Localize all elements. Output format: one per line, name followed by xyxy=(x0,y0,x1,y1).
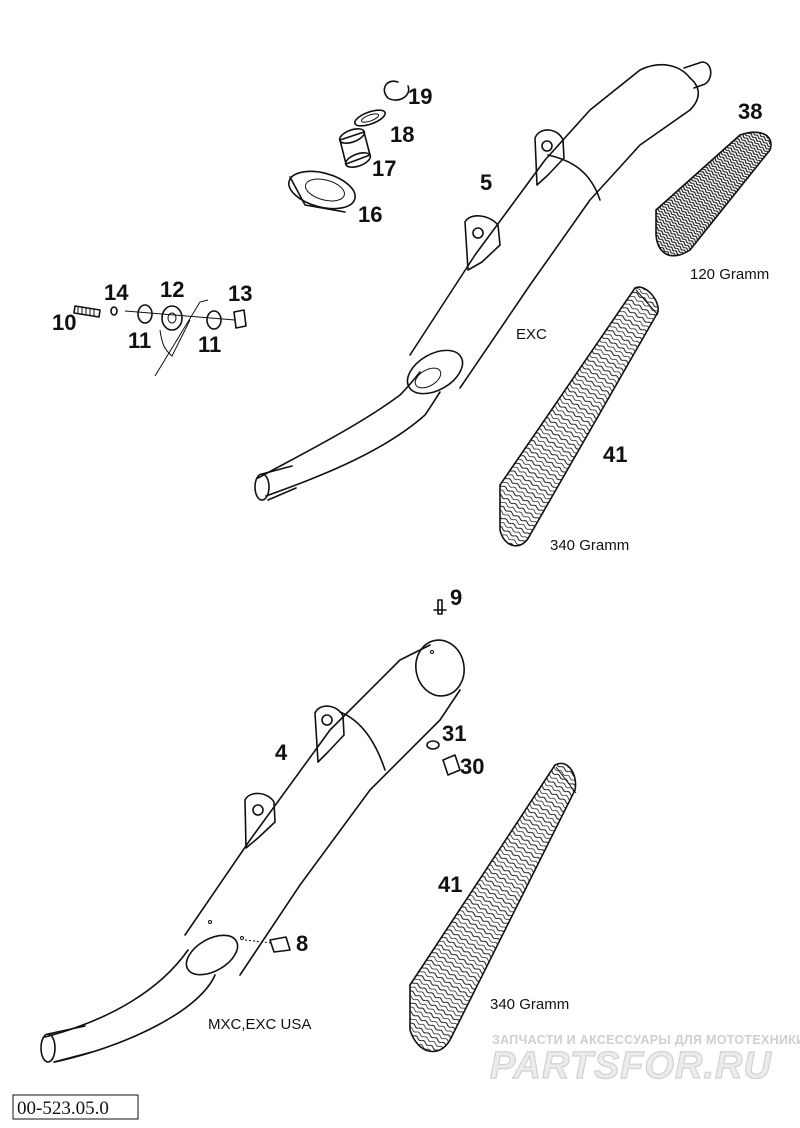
callout-5: 5 xyxy=(480,170,492,195)
callout-41-top: 41 xyxy=(603,442,627,467)
bracket-lower-1 xyxy=(244,792,276,849)
callout-16: 16 xyxy=(358,202,382,227)
inlet-pipe-end-lower xyxy=(40,1033,56,1063)
washer-11-right xyxy=(206,310,222,330)
callout-13: 13 xyxy=(228,281,252,306)
muffler-exc xyxy=(254,61,712,501)
callout-10: 10 xyxy=(52,310,76,335)
bushing-17 xyxy=(339,131,371,165)
bracket-upper-2 xyxy=(534,129,565,186)
damping-insert-38 xyxy=(655,131,772,257)
screw-8 xyxy=(269,936,291,953)
callout-38: 38 xyxy=(738,99,762,124)
bolt-10 xyxy=(73,305,101,318)
drawing-code: 00-523.05.0 xyxy=(17,1098,109,1119)
inlet-pipe-end xyxy=(254,473,270,501)
rubber-12 xyxy=(161,305,183,331)
callout-30: 30 xyxy=(460,754,484,779)
callout-18: 18 xyxy=(390,122,414,147)
screw-9 xyxy=(437,599,443,615)
watermark-tagline: ЗАПЧАСТИ И АКСЕССУАРЫ ДЛЯ МОТОТЕХНИКИ xyxy=(492,1033,800,1047)
damping-insert-41-top xyxy=(499,286,659,547)
washer-31 xyxy=(426,740,440,750)
lower-hardware xyxy=(244,599,461,953)
damping-insert-41-bottom xyxy=(409,762,577,1053)
callout-12: 12 xyxy=(160,277,184,302)
variant-label-exc: EXC xyxy=(516,326,547,343)
washer-18 xyxy=(354,109,386,127)
callout-41-bottom: 41 xyxy=(438,872,462,897)
callout-31: 31 xyxy=(442,721,466,746)
bracket-lower-2 xyxy=(314,705,345,763)
bolt-30 xyxy=(442,754,461,776)
callout-4: 4 xyxy=(275,740,288,765)
drawing-code-box xyxy=(12,1094,139,1120)
callout-17: 17 xyxy=(372,156,396,181)
muffler-mxc xyxy=(40,639,465,1063)
variant-label-mxc: MXC,EXC USA xyxy=(208,1016,311,1033)
callout-11-right: 11 xyxy=(198,332,221,357)
weight-label-38: 120 Gramm xyxy=(690,266,769,283)
callout-19: 19 xyxy=(408,84,432,109)
callout-9: 9 xyxy=(450,585,462,610)
callout-14: 14 xyxy=(104,280,129,305)
mounting-hardware xyxy=(73,299,247,377)
callout-8: 8 xyxy=(296,931,308,956)
end-cap-parts xyxy=(288,80,410,213)
weight-label-41-top: 340 Gramm xyxy=(550,537,629,554)
watermark-brand: PARTSFOR.RU xyxy=(490,1045,772,1087)
nut-13 xyxy=(233,309,247,329)
washer-11-left xyxy=(137,304,153,324)
bracket-upper-1 xyxy=(464,215,501,271)
washer-14 xyxy=(110,306,118,316)
weight-label-41-bottom: 340 Gramm xyxy=(490,996,569,1013)
callout-11-left: 11 xyxy=(128,328,151,353)
circlip-19 xyxy=(383,80,410,101)
